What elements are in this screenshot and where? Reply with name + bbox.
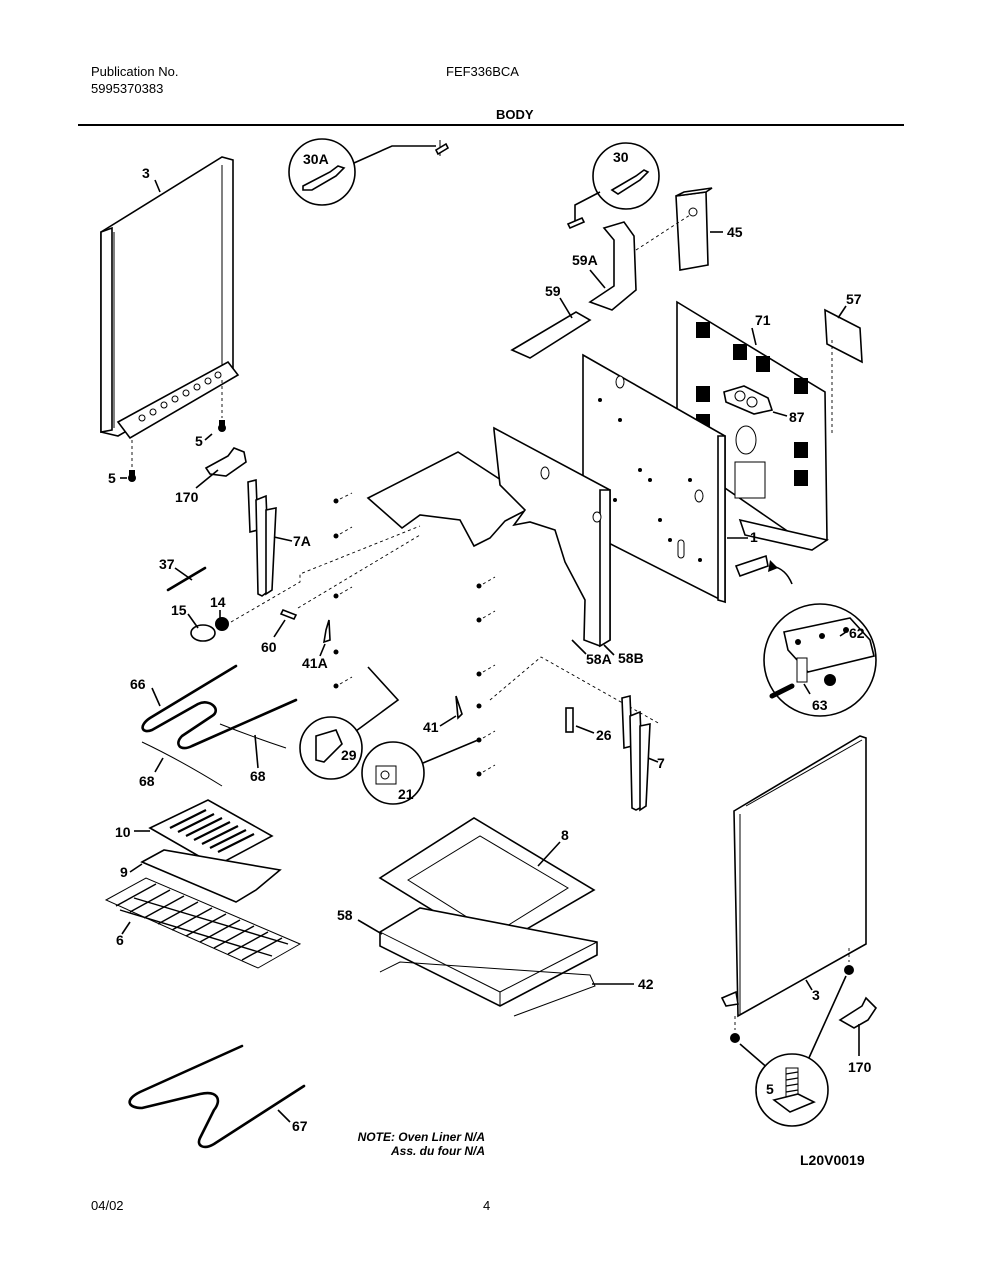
callout-21: 21 [398,786,414,802]
drawer-bottom-42 [379,961,634,1017]
note-line-1: NOTE: Oven Liner N/A [357,1130,485,1144]
callout-58: 58 [337,907,353,923]
callout-3-left: 3 [142,165,150,181]
drawing-code: L20V0019 [800,1152,865,1168]
anti-tip-bracket-right [838,996,878,1056]
wire-37 [166,566,207,592]
detail-circle-29 [299,666,400,780]
part-26 [565,707,595,734]
callout-57: 57 [846,291,862,307]
callout-63: 63 [812,697,828,713]
callout-15: 15 [171,602,187,618]
oven-liner-note: NOTE: Oven Liner N/A Ass. du four N/A [340,1130,485,1158]
callout-59a: 59A [572,252,598,268]
callout-5-detail: 5 [766,1081,774,1097]
page-number: 4 [483,1198,491,1213]
callout-58b: 58B [618,650,644,666]
callout-29: 29 [341,747,357,763]
callout-5-b: 5 [195,433,203,449]
duct-59a [588,221,637,311]
broil-element-66 [141,664,298,750]
right-side-panel [720,735,867,1018]
publication-number: 5995370383 [91,81,164,96]
callout-8: 8 [561,827,569,843]
lamp-assembly [187,610,229,642]
callout-170-right: 170 [848,1059,872,1075]
anti-tip-bracket-left [195,447,247,489]
callout-37: 37 [159,556,175,572]
detail-circle-21 [361,739,479,805]
detail-circle-62-63 [763,603,877,717]
detail-circle-30a [288,138,450,206]
callout-58a: 58A [586,651,612,667]
part-41 [439,695,463,727]
callout-30a: 30A [303,151,329,167]
detail-circle-30 [566,142,660,230]
junction-box-45 [635,187,723,271]
section-title: BODY [496,107,534,122]
rear-panel-71 [676,300,829,551]
callout-66: 66 [130,676,146,692]
leader-59a [589,269,606,289]
left-side-panel [100,156,240,440]
screw-left-a [120,440,136,482]
callout-45: 45 [727,224,743,240]
callout-30: 30 [613,149,629,165]
footer-date: 04/02 [91,1198,124,1213]
broiler-pan-grid-10 [134,799,274,867]
callout-7a: 7A [293,533,311,549]
callout-42: 42 [638,976,654,992]
part-60 [273,608,298,638]
callout-6: 6 [116,932,124,948]
callout-10: 10 [115,824,131,840]
duct-59 [510,297,592,359]
cover-plate-57 [824,305,863,436]
back-panel-1 [582,353,748,604]
bake-element-67 [128,1044,306,1149]
callout-170-left: 170 [175,489,199,505]
callout-87: 87 [789,409,805,425]
callout-14: 14 [210,594,226,610]
callout-59: 59 [545,283,561,299]
callout-62: 62 [849,625,865,641]
leveling-legs [730,948,854,1127]
callout-26: 26 [596,727,612,743]
insulation-68 [141,723,287,787]
broiler-pan-9 [129,849,282,903]
callout-41a: 41A [302,655,328,671]
callout-67: 67 [292,1118,308,1134]
note-line-2: Ass. du four N/A [390,1144,485,1158]
publication-label: Publication No. [91,64,179,79]
hinge-7 [621,694,659,812]
header-divider [78,124,904,126]
oven-rack-6 [104,877,302,969]
callout-5-a: 5 [108,470,116,486]
callout-60: 60 [261,639,277,655]
callout-68-a: 68 [139,773,155,789]
model-number: FEF336BCA [446,64,519,79]
callout-71: 71 [755,312,771,328]
callout-3-right: 3 [812,987,820,1003]
callout-1: 1 [750,529,758,545]
callout-68-b: 68 [250,768,266,784]
callout-41: 41 [423,719,439,735]
callout-7: 7 [657,755,665,771]
callout-9: 9 [120,864,128,880]
screw-left-b [204,380,226,441]
hinge-7a [247,478,293,597]
terminal-block [734,554,793,585]
front-frame [366,426,615,656]
part-41a [319,619,331,657]
mounting-screws [230,492,661,777]
drawer-58 [357,907,598,1007]
